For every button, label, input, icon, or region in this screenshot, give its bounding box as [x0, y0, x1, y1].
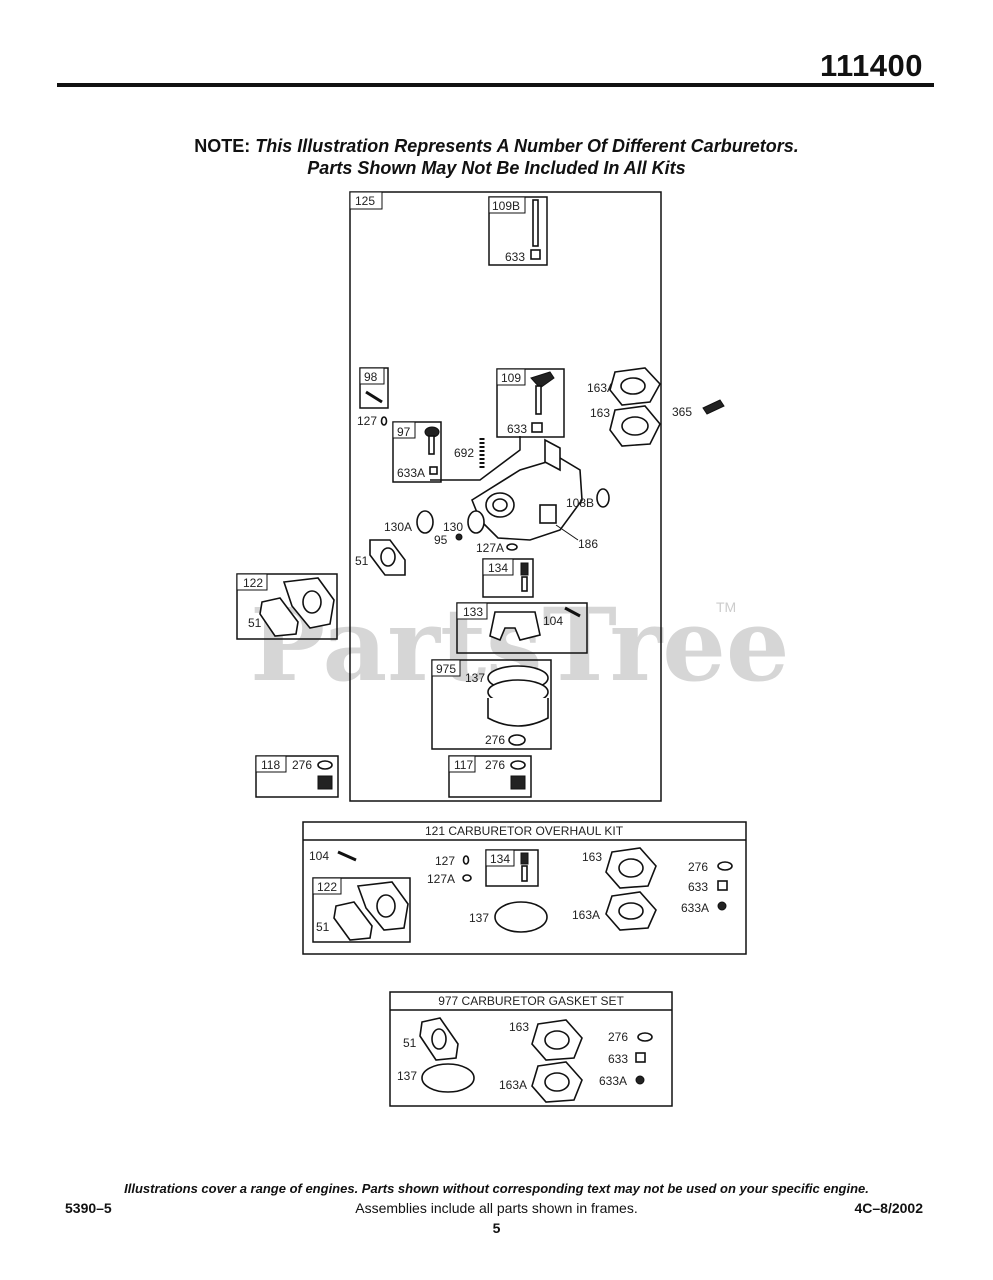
- float-icon: [489, 611, 541, 642]
- spacer-gasket-icon: [259, 597, 299, 637]
- header-rule: [57, 83, 934, 87]
- kit-bowl-gasket-icon: [494, 901, 548, 933]
- doc-number: 5390–5: [65, 1200, 112, 1216]
- date-code: 4C–8/2002: [854, 1200, 923, 1216]
- label-51-a: 51: [355, 554, 369, 568]
- label-186: 186: [578, 537, 598, 551]
- bowl-nut-icon: [510, 775, 526, 790]
- label-633-a: 633: [505, 250, 525, 264]
- label-133: 133: [463, 605, 483, 619]
- label-276-b: 276: [485, 758, 505, 772]
- throttle-plate-icon: [467, 510, 485, 534]
- label-137-a: 137: [465, 671, 485, 685]
- frame-133[interactable]: 133 104: [456, 602, 588, 654]
- note-line-2: Parts Shown May Not Be Included In All K…: [307, 158, 686, 178]
- drain-screw-icon: [317, 775, 333, 790]
- label-134: 134: [488, 561, 508, 575]
- kit-label-134: 134: [490, 852, 510, 866]
- overhaul-kit[interactable]: 121 CARBURETOR OVERHAUL KIT 104 127 127A…: [302, 821, 747, 955]
- watermark-tm: TM: [716, 599, 736, 615]
- frame-975[interactable]: 975 137 276: [431, 659, 552, 750]
- kit-label-122: 122: [317, 880, 337, 894]
- set-label-633: 633: [608, 1052, 628, 1066]
- needle-icon: [532, 199, 539, 247]
- note-lead: NOTE:: [194, 136, 251, 156]
- assemblies-note: Assemblies include all parts shown in fr…: [355, 1200, 638, 1216]
- model-number: 111400: [819, 48, 923, 83]
- label-108b: 108B: [566, 496, 594, 510]
- o-ring-icon: [530, 249, 541, 260]
- label-118: 118: [261, 758, 280, 772]
- label-122-a: 122: [243, 576, 263, 590]
- carburetor-body[interactable]: [430, 436, 583, 541]
- label-127: 127: [357, 414, 377, 428]
- kit-label-127a: 127A: [427, 872, 455, 886]
- footer-disclaimer: Illustrations cover a range of engines. …: [124, 1181, 869, 1196]
- label-163a: 163A: [587, 381, 615, 395]
- frame-97[interactable]: 97 633A: [392, 421, 442, 483]
- kit-label-633a: 633A: [681, 901, 709, 915]
- frame-134[interactable]: 134: [482, 558, 534, 598]
- kit-label-276: 276: [688, 860, 708, 874]
- kit-label-163: 163: [582, 850, 602, 864]
- label-130a: 130A: [384, 520, 412, 534]
- gasket-set[interactable]: 977 CARBURETOR GASKET SET 51 163 276 633…: [389, 991, 673, 1107]
- label-633a-a: 633A: [397, 466, 425, 480]
- label-276-a: 276: [485, 733, 505, 747]
- label-127a: 127A: [476, 541, 504, 555]
- label-109: 109: [501, 371, 521, 385]
- label-365: 365: [672, 405, 692, 419]
- float-pin-icon: [564, 606, 581, 618]
- label-97: 97: [397, 425, 411, 439]
- set-label-276: 276: [608, 1030, 628, 1044]
- label-163: 163: [590, 406, 610, 420]
- label-692: 692: [454, 446, 474, 460]
- label-109b: 109B: [492, 199, 520, 213]
- label-125: 125: [355, 194, 375, 208]
- label-276-c: 276: [292, 758, 312, 772]
- frame-98[interactable]: 98: [359, 367, 389, 409]
- page-number: 5: [492, 1220, 501, 1236]
- label-130: 130: [443, 520, 463, 534]
- screw-365-icon: [702, 399, 725, 415]
- label-51-b: 51: [248, 616, 262, 630]
- kit-label-127: 127: [435, 854, 455, 868]
- choke-lever-icon: [596, 488, 610, 508]
- label-633-b: 633: [507, 422, 527, 436]
- frame-109[interactable]: 109 633: [496, 368, 565, 438]
- set-label-163: 163: [509, 1020, 529, 1034]
- kit-label-104: 104: [309, 849, 329, 863]
- main-jet-icon: [530, 371, 555, 389]
- kit-label-137: 137: [469, 911, 489, 925]
- overhaul-kit-title: 121 CARBURETOR OVERHAUL KIT: [425, 824, 624, 838]
- kit-label-51: 51: [316, 920, 330, 934]
- screw-icon: [365, 390, 383, 404]
- set-label-633a: 633A: [599, 1074, 627, 1088]
- set-bowl-gasket-icon: [421, 1063, 475, 1093]
- frame-125[interactable]: [349, 191, 662, 802]
- float-bowl-icon: [487, 698, 549, 727]
- frame-122[interactable]: 122 51: [236, 573, 338, 640]
- label-98: 98: [364, 370, 378, 384]
- set-label-51: 51: [403, 1036, 417, 1050]
- frame-117[interactable]: 117 276: [448, 755, 532, 798]
- set-label-137: 137: [397, 1069, 417, 1083]
- kit-label-633: 633: [688, 880, 708, 894]
- screw-95-icon: [455, 533, 463, 541]
- note-line-1: NOTE: This Illustration Represents A Num…: [0, 136, 993, 157]
- note-text-1: This Illustration Represents A Number Of…: [255, 136, 799, 156]
- kit-label-163a: 163A: [572, 908, 600, 922]
- frame-109b[interactable]: 109B 633: [488, 196, 548, 266]
- choke-shaft-icon: [416, 510, 434, 534]
- label-95: 95: [434, 533, 448, 547]
- label-117: 117: [454, 758, 473, 772]
- label-104-a: 104: [543, 614, 563, 628]
- label-975: 975: [436, 662, 456, 676]
- gasket-set-title: 977 CARBURETOR GASKET SET: [438, 994, 624, 1008]
- set-label-163a: 163A: [499, 1078, 527, 1092]
- frame-118[interactable]: 118 276: [255, 755, 339, 798]
- kit-pin-icon: [337, 850, 357, 862]
